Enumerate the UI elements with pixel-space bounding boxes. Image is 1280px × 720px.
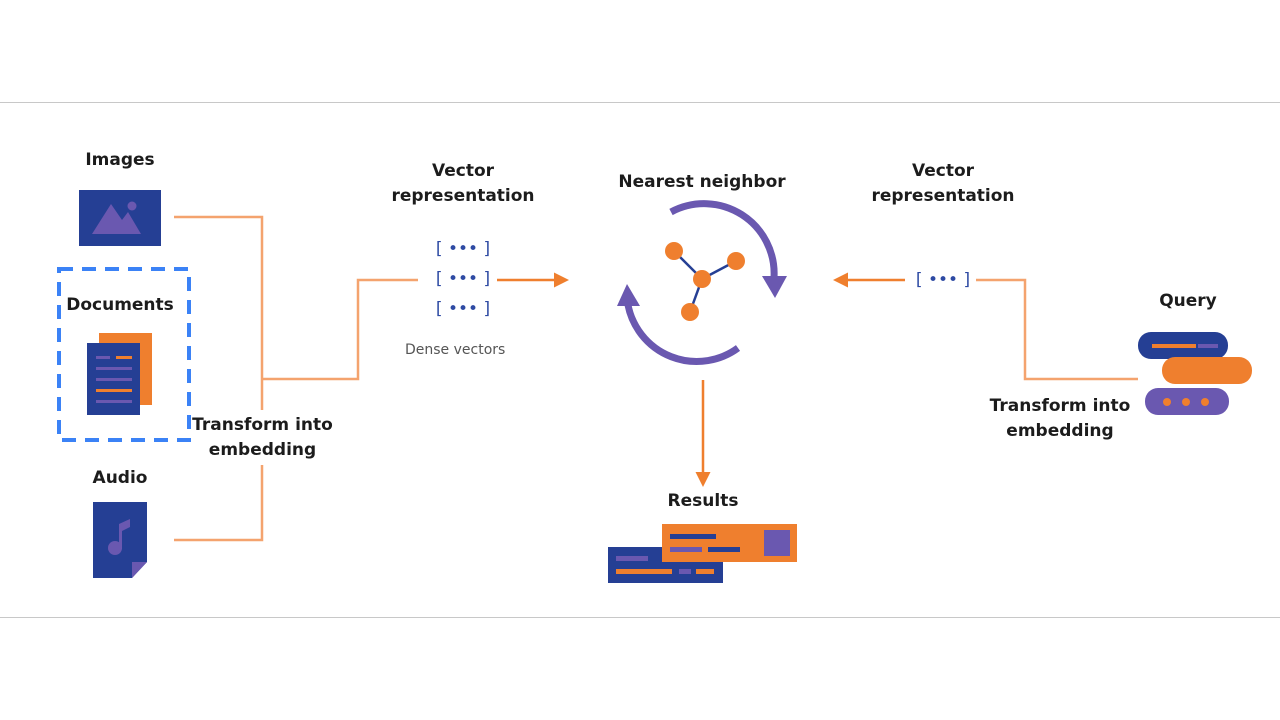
transform-right-line1: Transform into bbox=[989, 396, 1131, 416]
audio-label: Audio bbox=[92, 468, 148, 488]
connector-left bbox=[174, 215, 418, 542]
top-divider bbox=[0, 102, 1280, 103]
vector-left-title-line1: Vector bbox=[431, 161, 495, 181]
nearest-neighbor-title: Nearest neighbor bbox=[618, 172, 786, 192]
transform-left-label: Transform into embedding bbox=[190, 413, 335, 463]
dense-vector-1: [ ••• ] bbox=[435, 239, 491, 259]
documents-label: Documents bbox=[66, 295, 174, 315]
vector-right-title: Vector representation bbox=[863, 159, 1023, 209]
vector-left-title-line2: representation bbox=[391, 186, 535, 206]
query-stack-icon bbox=[1138, 332, 1252, 415]
results-label: Results bbox=[667, 491, 739, 511]
document-icon bbox=[87, 333, 152, 415]
audio-file-icon bbox=[93, 502, 147, 578]
bottom-divider bbox=[0, 617, 1280, 618]
dense-vectors-caption: Dense vectors bbox=[405, 342, 506, 358]
transform-right-label: Transform into embedding bbox=[985, 394, 1135, 444]
results-cards-icon bbox=[608, 524, 797, 583]
query-label: Query bbox=[1159, 291, 1217, 311]
images-label: Images bbox=[85, 150, 155, 170]
query-vector: [ ••• ] bbox=[915, 270, 971, 290]
vector-right-title-line1: Vector bbox=[911, 161, 975, 181]
documents-highlight-box bbox=[57, 267, 191, 442]
vector-left-title: Vector representation bbox=[383, 159, 543, 209]
connector-right bbox=[976, 278, 1138, 381]
dense-vector-2: [ ••• ] bbox=[435, 269, 491, 289]
vector-right-title-line2: representation bbox=[871, 186, 1015, 206]
dense-vector-3: [ ••• ] bbox=[435, 299, 491, 319]
image-icon bbox=[79, 190, 161, 246]
transform-right-line2: embedding bbox=[1006, 421, 1114, 441]
transform-left-line1: Transform into bbox=[192, 415, 333, 435]
dense-vector-list: [ ••• ] [ ••• ] [ ••• ] bbox=[430, 234, 496, 324]
cycle-graph-icon bbox=[617, 200, 787, 365]
transform-left-line2: embedding bbox=[208, 440, 317, 460]
